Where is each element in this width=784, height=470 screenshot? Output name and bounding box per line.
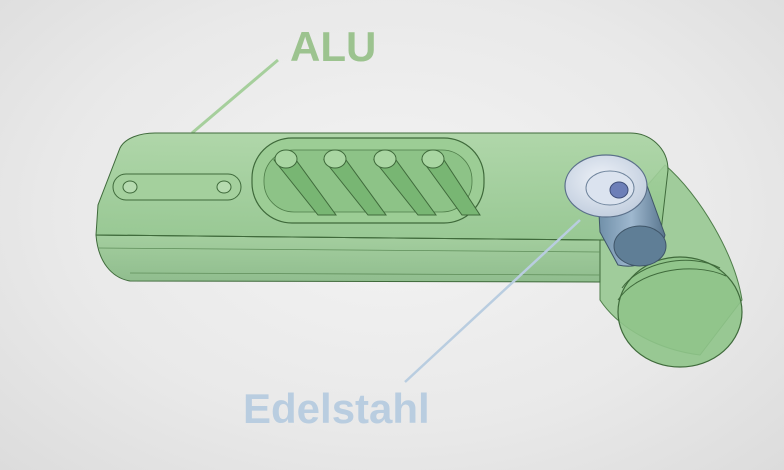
small-slot bbox=[112, 173, 242, 201]
edelstahl-leader-line bbox=[404, 219, 581, 383]
pins bbox=[272, 149, 481, 216]
pin-pocket bbox=[251, 137, 485, 224]
alu-leader-line bbox=[191, 58, 279, 135]
aluminum-label: ALU bbox=[290, 23, 377, 70]
steel-bushing bbox=[564, 154, 667, 267]
angled-arm bbox=[599, 164, 743, 368]
steel-label: Edelstahl bbox=[243, 385, 430, 432]
